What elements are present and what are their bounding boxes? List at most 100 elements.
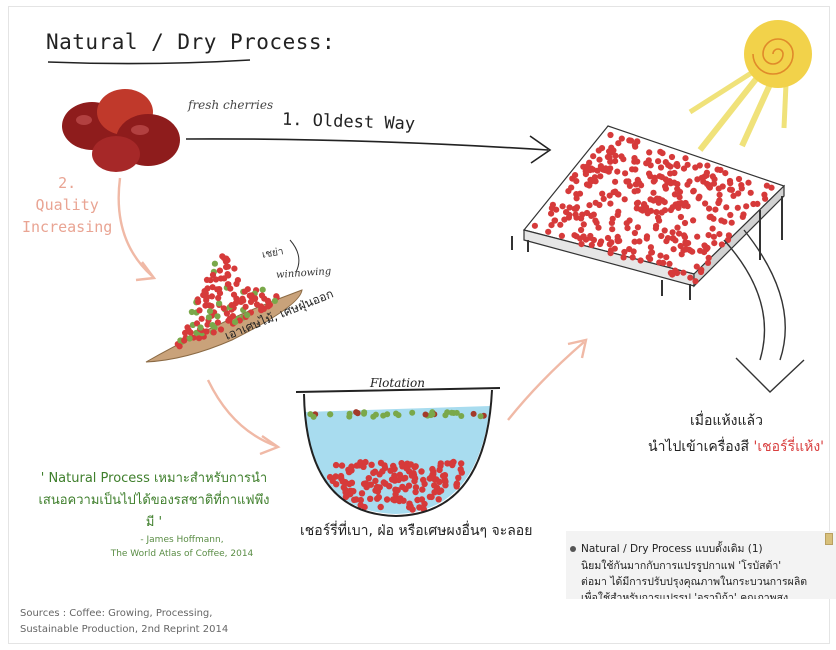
- bean-dot: [655, 158, 661, 164]
- bean-dot: [745, 180, 751, 186]
- bean-dot: [612, 179, 618, 185]
- bean-dot: [647, 256, 653, 262]
- bean-dot: [379, 468, 385, 474]
- bean-dot: [711, 240, 717, 246]
- bean-dot: [204, 277, 210, 283]
- bean-dot: [694, 234, 700, 240]
- bean-dot: [373, 412, 379, 418]
- bean-dot: [670, 229, 676, 235]
- bean-dot: [348, 463, 354, 469]
- bean-dot: [409, 472, 415, 478]
- bean-dot: [698, 269, 704, 275]
- bean-dot: [333, 462, 339, 468]
- bean-dot: [559, 233, 565, 239]
- bean-dot: [214, 313, 220, 319]
- bean-dot: [671, 246, 677, 252]
- bean-dot: [225, 281, 231, 287]
- bean-dot: [216, 286, 222, 292]
- bean-dot: [478, 413, 484, 419]
- winnow-to-flotation-arrow: [208, 380, 278, 454]
- sun-icon: [690, 20, 812, 150]
- bean-dot: [532, 223, 538, 229]
- bean-dot: [715, 200, 721, 206]
- bean-dot: [356, 462, 362, 468]
- bean-dot: [662, 227, 668, 233]
- bean-dot: [204, 294, 210, 300]
- bean-dot: [387, 468, 393, 474]
- bean-dot: [437, 463, 443, 469]
- quote-author: - James Hoffmann,: [92, 533, 272, 547]
- bean-dot: [203, 328, 209, 334]
- bean-dot: [678, 214, 684, 220]
- bean-dot: [206, 314, 212, 320]
- bean-dot: [706, 206, 712, 212]
- bean-dot: [596, 147, 602, 153]
- bean-dot: [646, 149, 652, 155]
- bean-dot: [712, 207, 718, 213]
- bean-dot: [669, 154, 675, 160]
- info-panel-line2: นิยมใช้กันมากกับการแปรรูปกาแฟ 'โรบัสต้า': [581, 557, 781, 574]
- info-panel-line1: Natural / Dry Process แบบดั้งเดิม (1): [570, 540, 763, 557]
- bean-dot: [653, 223, 659, 229]
- bean-dot: [252, 296, 258, 302]
- bean-dot: [658, 164, 664, 170]
- bean-dot: [620, 156, 626, 162]
- bean-dot: [609, 226, 615, 232]
- bean-dot: [622, 170, 628, 176]
- bean-dot: [197, 324, 203, 330]
- bean-dot: [199, 316, 205, 322]
- bean-dot: [243, 304, 249, 310]
- bean-dot: [247, 293, 253, 299]
- bean-dot: [584, 181, 590, 187]
- bean-dot: [412, 489, 418, 495]
- bean-dot: [638, 206, 644, 212]
- bean-dot: [223, 256, 229, 262]
- bean-dot: [568, 185, 574, 191]
- bean-dot: [362, 459, 368, 465]
- bean-dot: [592, 218, 598, 224]
- dry-caption-line1: เมื่อแห้งแล้ว: [690, 410, 763, 432]
- bean-dot: [659, 174, 665, 180]
- panel-scroll-handle[interactable]: [825, 533, 833, 545]
- bean-dot: [591, 212, 597, 218]
- bean-dot: [634, 139, 640, 145]
- bean-dot: [729, 220, 735, 226]
- bean-dot: [692, 164, 698, 170]
- bean-dot: [557, 222, 563, 228]
- bean-dot: [650, 190, 656, 196]
- bean-dot: [573, 178, 579, 184]
- bean-dot: [595, 225, 601, 231]
- bean-dot: [686, 178, 692, 184]
- bean-dot: [729, 187, 735, 193]
- bean-dot: [690, 188, 696, 194]
- bean-dot: [704, 163, 710, 169]
- bean-dot: [666, 261, 672, 267]
- bean-dot: [229, 302, 235, 308]
- bean-dot: [339, 462, 345, 468]
- bean-dot: [401, 475, 407, 481]
- bean-dot: [599, 191, 605, 197]
- page-title: Natural / Dry Process:: [46, 30, 335, 54]
- bean-dot: [677, 189, 683, 195]
- bean-dot: [381, 462, 387, 468]
- bean-dot: [748, 190, 754, 196]
- bean-dot: [231, 266, 237, 272]
- bean-dot: [672, 268, 678, 274]
- bean-dot: [598, 238, 604, 244]
- bean-dot: [702, 200, 708, 206]
- bean-dot: [590, 153, 596, 159]
- bean-dot: [231, 292, 237, 298]
- bean-dot: [455, 475, 461, 481]
- bean-dot: [701, 249, 707, 255]
- bean-dot: [653, 209, 659, 215]
- bean-dot: [612, 153, 618, 159]
- bean-dot: [431, 489, 437, 495]
- bean-dot: [612, 246, 618, 252]
- bean-dot: [706, 255, 712, 261]
- bean-dot: [610, 216, 616, 222]
- bean-dot: [411, 478, 417, 484]
- bean-dot: [394, 495, 400, 501]
- dry-caption-prefix: นำไปเข้าเครื่องสี: [648, 439, 754, 455]
- bean-dot: [181, 337, 187, 343]
- bean-dot: [215, 319, 221, 325]
